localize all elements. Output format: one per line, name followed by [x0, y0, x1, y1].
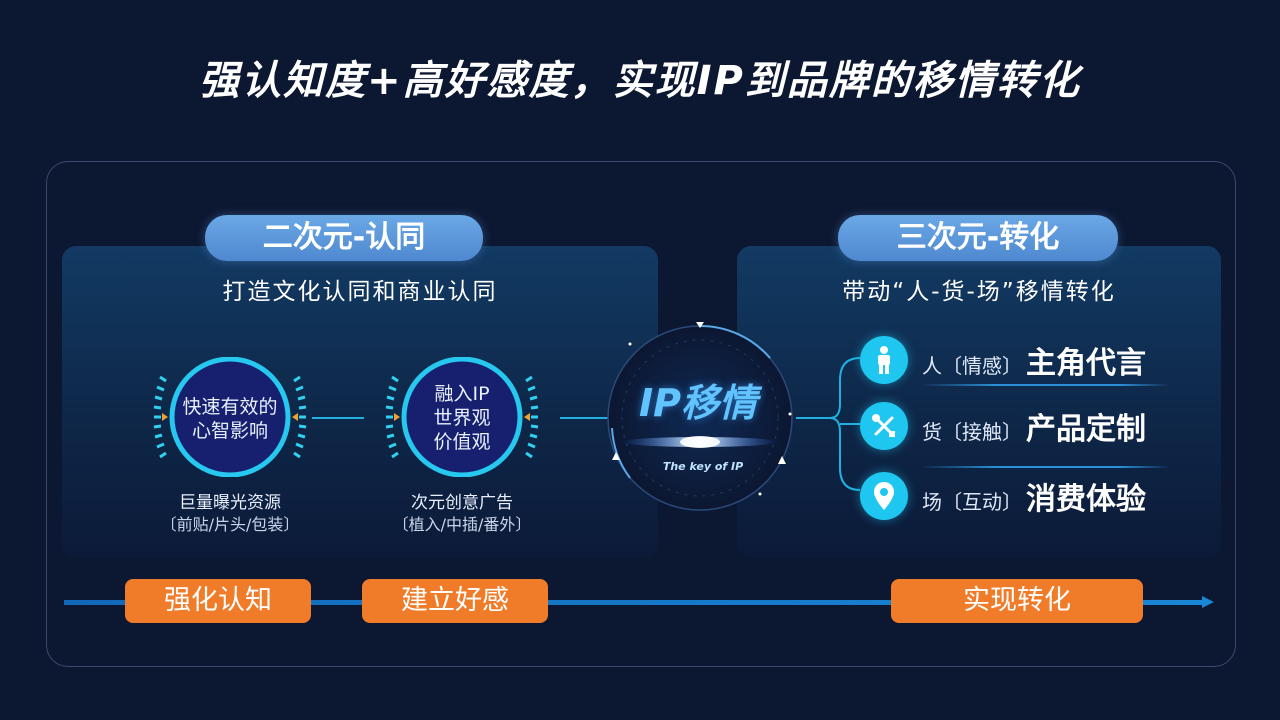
left-panel-pill: 二次元-认同: [205, 215, 483, 261]
list-item-scene: 场〔互动〕消费体验: [860, 468, 1190, 524]
tools-icon: [860, 402, 908, 450]
caption-one-main: 巨量曝光资源: [179, 493, 281, 513]
caption-two: 次元创意广告 〔植入/中插/番外〕: [362, 492, 562, 536]
stage-strengthen-awareness: 强化认知: [125, 579, 311, 623]
stage-realize-conversion: 实现转化: [891, 579, 1143, 623]
item-person-underline: [920, 384, 1170, 386]
caption-two-sub: 〔植入/中插/番外〕: [392, 515, 532, 534]
location-pin-icon: [860, 472, 908, 520]
page-title: 强认知度+高好感度，实现IP到品牌的移情转化: [199, 58, 1081, 104]
content-frame: [46, 161, 1236, 667]
list-item-person: 人〔情感〕主角代言: [860, 332, 1190, 388]
right-panel-subtitle: 带动“人-货-场”移情转化: [842, 279, 1116, 305]
item-goods-underline: [920, 466, 1170, 468]
circle-two-line-3: 价值观: [433, 431, 491, 453]
item-scene-label: 场〔互动〕: [922, 490, 1022, 514]
item-goods-title: 产品定制: [1026, 412, 1146, 447]
stage-build-favor: 建立好感: [362, 579, 548, 623]
ip-center-sub: The key of IP: [662, 460, 744, 473]
circle-two-line-1: 融入IP: [434, 383, 490, 405]
circle-two-line-2: 世界观: [433, 407, 491, 429]
circle-one-graphic: [153, 357, 307, 477]
bracket-connector: [796, 357, 861, 491]
circle-one-line-1: 快速有效的: [182, 396, 278, 418]
circle-one-text: 快速有效的 心智影响: [160, 395, 300, 443]
right-panel-pill: 三次元-转化: [838, 215, 1118, 261]
left-panel-subtitle: 打造文化认同和商业认同: [222, 279, 498, 305]
circle-one-line-2: 心智影响: [191, 420, 268, 442]
person-icon: [860, 336, 908, 384]
list-item-goods: 货〔接触〕产品定制: [860, 398, 1190, 454]
timeline-arrow-line: [64, 600, 1204, 605]
connector-line-1: [312, 417, 364, 419]
ip-center-label: IP移情: [639, 381, 757, 425]
caption-two-main: 次元创意广告: [411, 493, 513, 513]
item-person-title: 主角代言: [1026, 346, 1146, 381]
ip-center-graphic: [607, 322, 793, 511]
item-scene-title: 消费体验: [1026, 482, 1146, 517]
left-panel: [62, 246, 658, 558]
circle-two-text: 融入IP 世界观 价值观: [392, 382, 532, 454]
item-goods-label: 货〔接触〕: [922, 420, 1022, 444]
caption-one-sub: 〔前贴/片头/包装〕: [160, 515, 300, 534]
item-person-label: 人〔情感〕: [922, 354, 1022, 378]
caption-one: 巨量曝光资源 〔前贴/片头/包装〕: [130, 492, 330, 536]
connector-line-2: [560, 417, 616, 419]
circle-two-graphic: [385, 357, 539, 477]
timeline-arrowhead-icon: [1202, 596, 1214, 608]
right-panel: [737, 246, 1221, 558]
